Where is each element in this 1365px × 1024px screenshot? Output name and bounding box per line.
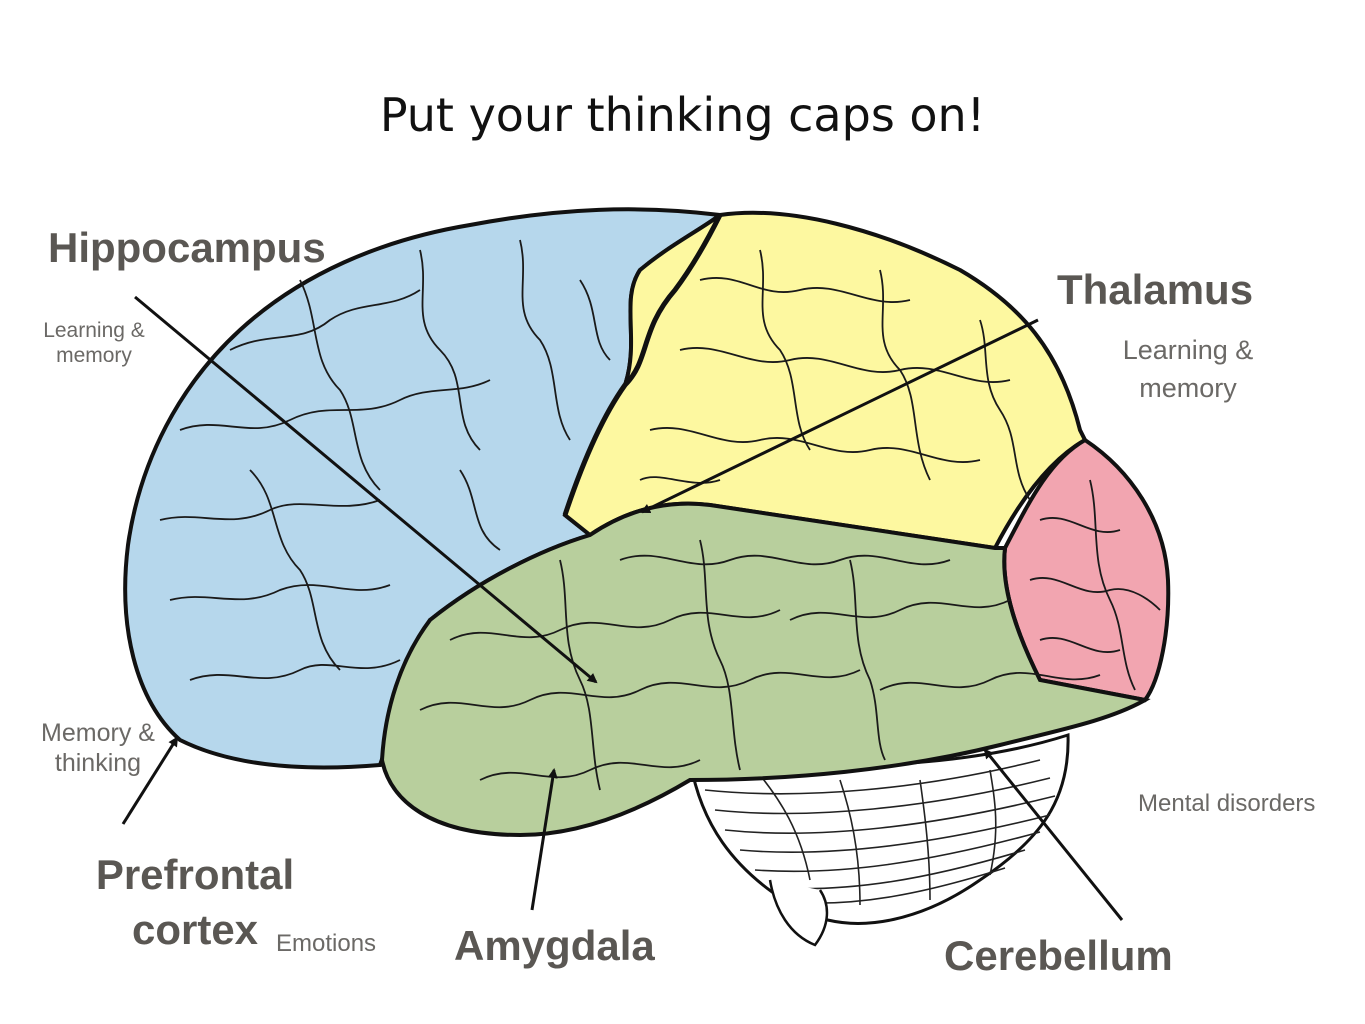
thalamus-label: Thalamus <box>1057 266 1254 313</box>
cerebellum-arrow <box>983 748 1124 921</box>
slide-title: Put your thinking caps on! <box>379 88 986 142</box>
amygdala-note: Emotions <box>276 930 377 957</box>
cerebellum-note: Mental disorders <box>1138 790 1316 817</box>
prefrontal-note-line1: Memory & <box>41 719 155 747</box>
hippocampus-arrow <box>134 295 598 684</box>
hippocampus-label: Hippocampus <box>48 224 326 271</box>
prefrontal-arrow <box>121 736 179 825</box>
hippocampus-note: Learning & memory <box>30 318 158 368</box>
prefrontal-note-line2: thinking <box>54 749 142 777</box>
prefrontal-label-line1: Prefrontal <box>95 851 295 898</box>
prefrontal-label-line2: cortex <box>131 905 259 953</box>
hippocampus-note-line1: Learning & <box>43 319 145 342</box>
hippocampus-note-line2: memory <box>56 344 132 368</box>
thalamus-arrow <box>640 318 1039 514</box>
cerebellum-region <box>688 732 1070 947</box>
amygdala-label: Amygdala <box>454 922 655 969</box>
thalamus-note-line2: memory <box>1139 372 1237 403</box>
cerebellum-label: Cerebellum <box>944 932 1173 979</box>
pointer-arrows <box>121 295 1124 921</box>
prefrontal-label: Prefrontal cortex <box>80 848 310 957</box>
thalamus-note-line1: Learning & <box>1122 335 1254 365</box>
prefrontal-note: Memory & thinking <box>30 718 166 778</box>
amygdala-arrow <box>530 768 558 911</box>
thalamus-note: Learning & memory <box>1100 332 1276 408</box>
temporal-lobe <box>379 501 1151 838</box>
